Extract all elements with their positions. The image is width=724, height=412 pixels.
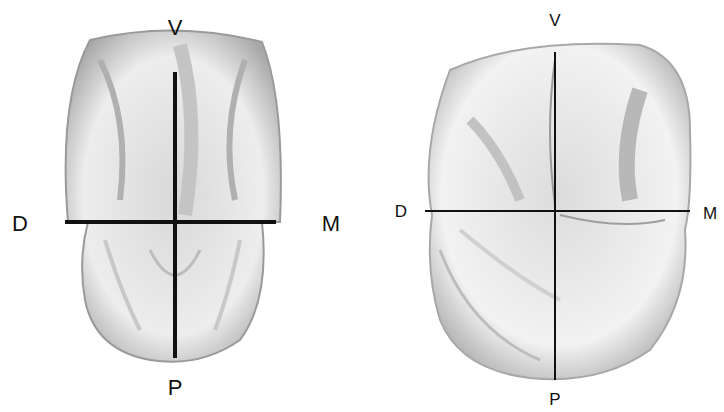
axis-line	[425, 210, 690, 212]
direction-label: V	[168, 17, 183, 39]
direction-label: P	[168, 377, 183, 399]
axis-line	[173, 72, 177, 358]
direction-label: M	[703, 205, 717, 222]
premolar-outline	[66, 30, 281, 361]
direction-label: D	[12, 213, 28, 235]
direction-label: D	[395, 203, 407, 220]
axis-line	[65, 220, 276, 224]
direction-label: M	[322, 213, 340, 235]
direction-label: P	[549, 391, 560, 408]
direction-label: V	[549, 12, 560, 29]
axis-line	[554, 52, 556, 380]
